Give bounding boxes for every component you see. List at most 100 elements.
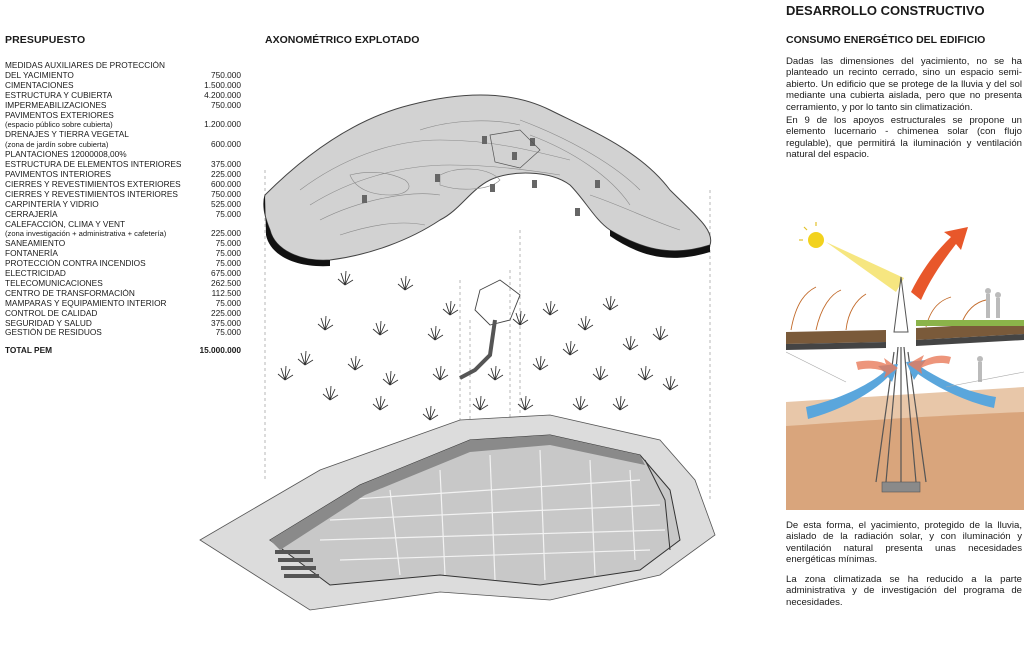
plant-glyph: [637, 365, 654, 381]
budget-row-label: TELECOMUNICACIONES: [5, 278, 103, 288]
budget-row: PAVIMENTOS INTERIORES 225.000: [5, 168, 241, 180]
budget-row-value: 262.500: [211, 277, 241, 288]
plant-glyph: [602, 295, 619, 311]
sun-rays: [826, 242, 904, 292]
plant-glyph: [372, 320, 389, 336]
budget-row: CENTRO DE TRANSFORMACIÓN 112.500: [5, 287, 241, 299]
plant-glyph: [577, 315, 594, 331]
budget-row-label: MEDIDAS AUXILIARES DE PROTECCIÓN: [5, 61, 165, 70]
budget-row-label: CIERRES Y REVESTIMIENTOS INTERIORES: [5, 189, 178, 199]
budget-row-value: 375.000: [211, 159, 241, 170]
budget-row-label: DRENAJES Y TIERRA VEGETAL: [5, 130, 129, 140]
budget-row-label: DEL YACIMIENTO: [5, 70, 74, 80]
budget-row-label: CARPINTERÍA Y VIDRIO: [5, 199, 99, 209]
site-layer: [199, 414, 716, 611]
plant-glyph: [652, 325, 669, 341]
budget-row-value: 225.000: [211, 307, 241, 318]
budget-row-label: (zona investigación + administrativa + c…: [5, 229, 167, 239]
budget-row-label: SANEAMIENTO: [5, 239, 66, 249]
budget-row-value: 750.000: [211, 69, 241, 80]
plant-glyph: [572, 395, 589, 411]
roof-vegetation: [790, 286, 987, 331]
paragraph-conditioned-zone: La zona climatizada se ha reducido a la …: [786, 574, 1022, 608]
warm-air-arrow-right: [908, 355, 951, 374]
budget-row: PAVIMENTOS EXTERIORES: [5, 111, 241, 121]
plant-glyph: [592, 365, 609, 381]
budget-row-value: 525.000: [211, 198, 241, 209]
plant-glyph: [337, 270, 354, 286]
budget-row: IMPERMEABILIZACIONES 750.000: [5, 99, 241, 111]
paragraph-solar-chimney: En 9 de los apoyos estructurales se prop…: [786, 115, 1022, 161]
solar-chimney-section-drawing: [786, 182, 1024, 510]
budget-row-value: 600.000: [211, 178, 241, 189]
budget-row-value: 600.000: [211, 139, 241, 150]
plant-glyph: [542, 300, 559, 316]
solar-chimney: [893, 276, 909, 333]
budget-total-label: TOTAL PEM: [5, 346, 53, 356]
plant-glyph: [472, 395, 489, 411]
paragraph-semi-open: Dadas las dimensiones del yacimiento, no…: [786, 56, 1022, 113]
budget-total-value: 15.000.000: [199, 345, 241, 356]
budget-row-label: ELECTRICIDAD: [5, 269, 66, 279]
plant-glyph: [382, 370, 399, 386]
budget-row-value: 225.000: [211, 228, 241, 239]
budget-row: CARPINTERÍA Y VIDRIO 525.000: [5, 198, 241, 210]
budget-row-label: CIMENTACIONES: [5, 80, 74, 90]
plant-glyph: [442, 300, 459, 316]
budget-row-value: 1.200.000: [204, 119, 241, 130]
budget-row: CONTROL DE CALIDAD 225.000: [5, 307, 241, 319]
budget-row-label: FONTANERÍA: [5, 249, 58, 259]
green-roof: [916, 320, 1024, 326]
budget-row: TELECOMUNICACIONES 262.500: [5, 277, 241, 289]
budget-row: (espacio público sobre cubierta)1.200.00…: [5, 120, 241, 130]
budget-row-value: 750.000: [211, 99, 241, 110]
roof-skylights: [362, 136, 600, 216]
plant-glyph: [322, 385, 339, 401]
people-silhouettes: [977, 288, 1001, 382]
budget-row-value: 112.500: [211, 287, 241, 298]
budget-row: SANEAMIENTO 75.000: [5, 238, 241, 249]
budget-row-value: 75.000: [215, 258, 241, 269]
budget-title: PRESUPUESTO: [5, 34, 86, 46]
ruins-grid: [319, 449, 666, 581]
budget-row-value: 75.000: [215, 238, 241, 249]
plant-glyph: [297, 350, 314, 366]
budget-row-label: CENTRO DE TRANSFORMACIÓN: [5, 288, 135, 298]
budget-row-label: PAVIMENTOS INTERIORES: [5, 169, 112, 179]
vegetation-layer: [277, 270, 679, 421]
plant-glyph: [432, 365, 449, 381]
budget-row: DEL YACIMIENTO 750.000: [5, 69, 241, 81]
budget-row-label: CONTROL DE CALIDAD: [5, 308, 98, 318]
sun-icon: [808, 232, 824, 248]
plant-glyph: [372, 395, 389, 411]
plant-glyph: [397, 275, 414, 291]
budget-row-label: IMPERMEABILIZACIONES: [5, 100, 107, 110]
roof-layer: [263, 94, 712, 267]
budget-row-label: MAMPARAS Y EQUIPAMIENTO INTERIOR: [5, 298, 167, 308]
plant-glyph: [532, 355, 549, 371]
stairs: [275, 550, 319, 578]
energy-subtitle: CONSUMO ENERGÉTICO DEL EDIFICIO: [786, 34, 986, 46]
plant-glyph: [662, 375, 679, 391]
budget-row: DRENAJES Y TIERRA VEGETAL: [5, 130, 241, 140]
cold-air-arrow-left: [806, 364, 898, 419]
budget-row-label: PLANTACIONES 12000008,00%: [5, 150, 127, 160]
budget-row: MEDIDAS AUXILIARES DE PROTECCIÓN: [5, 61, 241, 71]
budget-row-value: 75.000: [215, 327, 241, 338]
earth-ground: [786, 407, 1024, 510]
plant-glyph: [487, 365, 504, 381]
budget-row-value: 750.000: [211, 188, 241, 199]
budget-row-label: CERRAJERÍA: [5, 209, 58, 219]
budget-row-label: PROTECCIÓN CONTRA INCENDIOS: [5, 259, 146, 269]
budget-row-value: 225.000: [211, 168, 241, 179]
plant-glyph: [427, 325, 444, 341]
